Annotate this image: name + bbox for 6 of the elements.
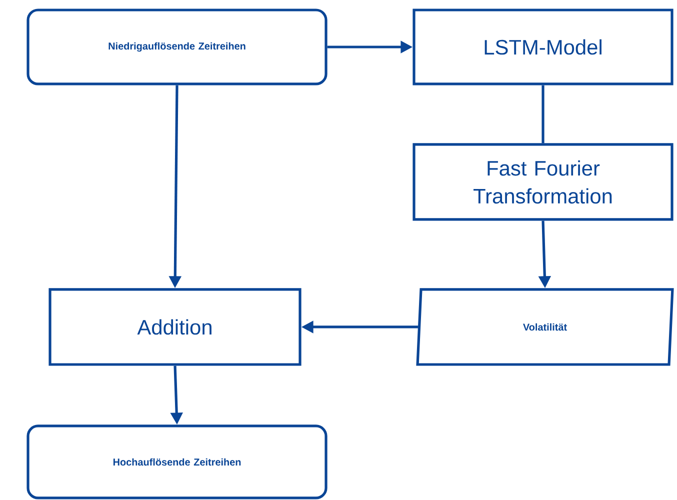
process-box: Addition (48, 288, 302, 366)
process-box: LSTM-Model (412, 8, 674, 86)
process-box: Fast Fourier Transformation (412, 143, 674, 221)
data-parallelogram: Volatilität (416, 288, 674, 366)
terminal-box: Hochauflösende Zeitreihen (26, 424, 328, 500)
terminal-box: Niedrigauflösende Zeitreihen (26, 8, 328, 86)
